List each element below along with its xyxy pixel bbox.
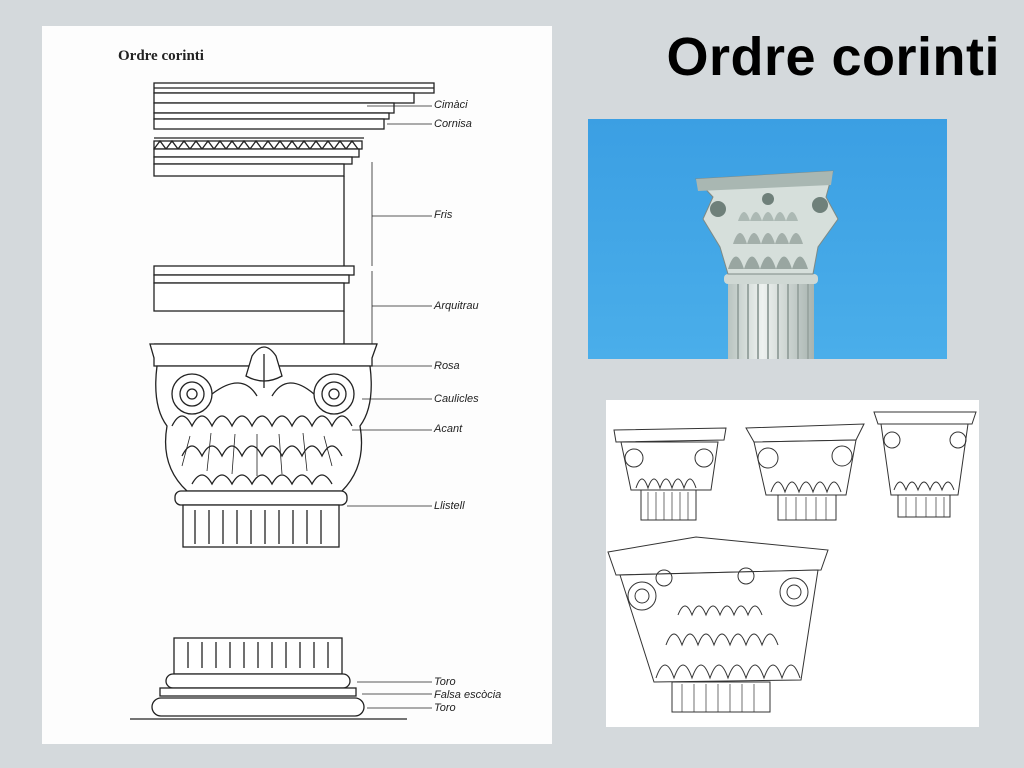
label-fris: Fris	[434, 209, 453, 221]
label-arquitrau: Arquitrau	[434, 300, 479, 312]
label-cornisa: Cornisa	[434, 118, 472, 130]
diagram-drawing	[130, 82, 435, 720]
label-cimaci: Cimàci	[434, 99, 468, 111]
column-photo	[588, 119, 947, 359]
label-rosa: Rosa	[434, 360, 460, 372]
label-toro-top: Toro	[434, 676, 456, 688]
column-photo-drawing	[588, 119, 947, 359]
corinthian-order-diagram: Ordre corinti Cimàci Cornisa Fris Arquit…	[42, 26, 552, 744]
diagram-heading: Ordre corinti	[118, 48, 204, 64]
capital-engravings	[606, 400, 979, 727]
label-caulicles: Caulicles	[434, 393, 479, 405]
slide-title: Ordre corinti	[666, 27, 1000, 87]
label-falsa-escocia: Falsa escòcia	[434, 689, 502, 701]
capital-engravings-drawing	[607, 411, 977, 713]
label-toro-bottom: Toro	[434, 702, 456, 714]
label-llistell: Llistell	[434, 500, 465, 512]
label-acant: Acant	[434, 423, 463, 435]
